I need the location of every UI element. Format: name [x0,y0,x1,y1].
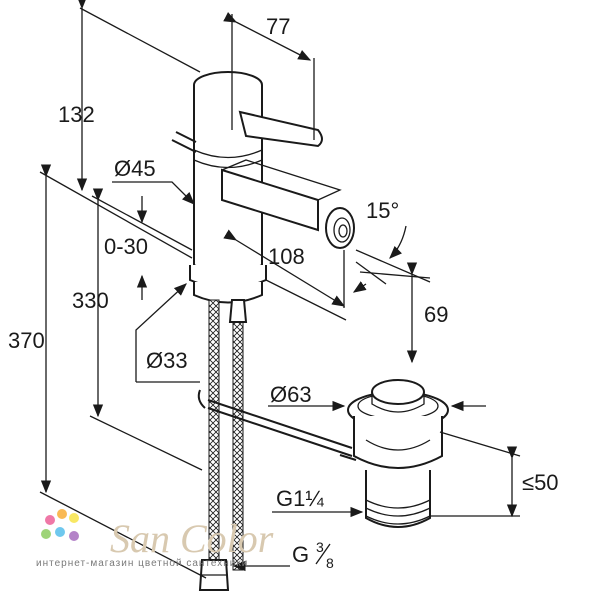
thread-g3-8-numerator: 3 [316,539,324,555]
dim-diameter-45: Ø45 [114,156,156,181]
watermark-dot [45,515,55,525]
supply-hoses [197,299,248,591]
dim-angle-15: 15° [366,198,399,223]
dim-132: 132 [58,102,95,127]
lever-handle [238,110,323,148]
watermark-tagline: интернет-магазин цветной сантехники [36,558,248,569]
dim-108: 108 [268,244,305,269]
waste-valve [339,379,449,528]
dim-max-50: ≤50 [522,470,559,495]
watermark-dot [55,527,65,537]
watermark-color-dots [41,509,79,541]
thread-g1-1-4: G1¼ [276,486,324,511]
watermark: San Color интернет-магазин цветной санте… [36,509,274,569]
faucet-body [171,71,355,304]
dim-diameter-33: Ø33 [146,348,188,373]
dim-77: 77 [266,14,290,39]
watermark-brand: San Color [110,516,274,561]
popup-plug [371,379,425,405]
dim-diameter-63: Ø63 [270,382,312,407]
dimension-lines [39,0,521,579]
dim-0-30: 0-30 [104,234,148,259]
dim-69: 69 [424,302,448,327]
watermark-dot [69,531,79,541]
dim-330: 330 [72,288,109,313]
thread-g3-8-denominator: 8 [326,555,334,571]
watermark-dot [41,529,51,539]
watermark-dot [69,513,79,523]
popup-linkage [207,399,353,449]
thread-g3-8-letter: G [292,542,309,567]
dim-370: 370 [8,328,45,353]
thread-g3-8: G 3 8 [292,539,334,571]
watermark-dot [57,509,67,519]
